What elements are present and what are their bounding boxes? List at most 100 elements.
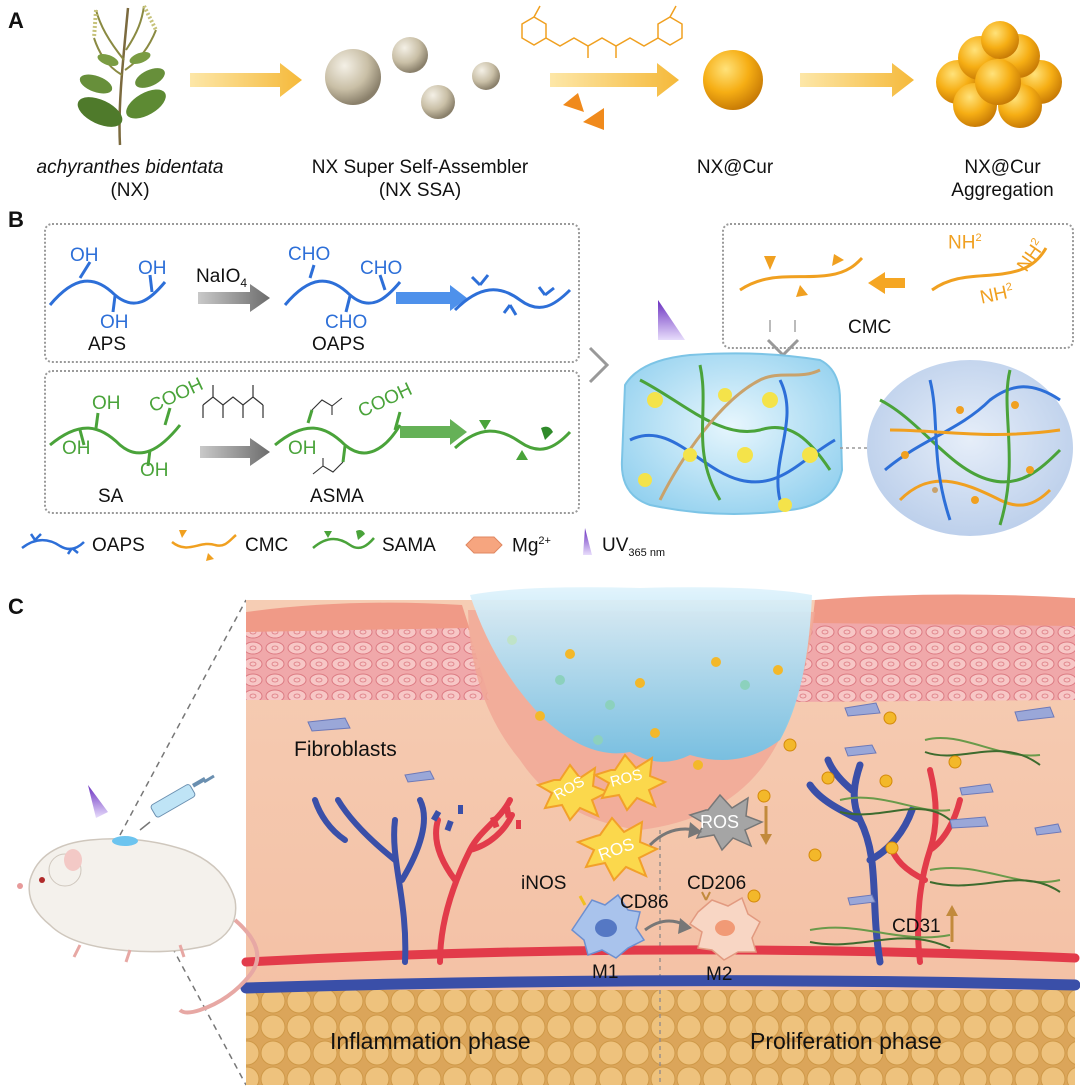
oaps-cho-3: CHO <box>325 312 368 333</box>
methacrylic-anhydride <box>202 385 264 418</box>
legend-oaps-icon <box>21 533 85 555</box>
cmc-nh-text-1: NH <box>948 232 976 254</box>
curcumin-triangle-1 <box>563 93 584 112</box>
reagent-sub: 4 <box>240 275 248 290</box>
asma-chain <box>274 409 402 463</box>
inos-label: iNOS <box>521 873 567 894</box>
arrow-naio4 <box>198 284 270 312</box>
legend-mg-sup: 2+ <box>538 535 551 547</box>
m2-label: M2 <box>706 964 733 985</box>
caption-nx: achyranthes bidentata (NX) <box>20 156 240 202</box>
vessel-fragments <box>431 805 521 832</box>
caption-ssa-name: NX Super Self-Assembler <box>311 157 529 178</box>
curcumin-structure <box>521 5 683 58</box>
caption-nx-abbr: (NX) <box>110 180 150 201</box>
hydrogel-zoom-circle <box>867 360 1073 536</box>
sa-oh-3: OH <box>140 460 169 481</box>
arrow-cmc <box>868 272 905 294</box>
aps-chain <box>48 261 167 313</box>
legend-uv-icon <box>583 528 592 555</box>
hydrogel-dressing <box>470 587 812 770</box>
oaps-chain <box>283 264 402 313</box>
caption-aggregation: NX@Cur Aggregation <box>930 156 1075 202</box>
sa-oh-1: OH <box>92 393 121 414</box>
cmc-chains <box>739 247 1048 297</box>
arrow-oaps <box>396 285 467 311</box>
ros-label-4: ROS <box>700 812 740 832</box>
arrow-a3 <box>800 63 914 97</box>
fibroblast-cells <box>307 702 1062 906</box>
legend-uv-sub: 365 nm <box>628 546 666 559</box>
cmc-label: CMC <box>848 317 892 338</box>
nx-ssa-particles <box>325 37 500 119</box>
legend-mg-icon <box>465 536 503 554</box>
caption-agg-line1: NX@Cur <box>964 157 1041 178</box>
oaps-synthesis-box <box>44 223 580 363</box>
caption-agg-line2: Aggregation <box>951 180 1054 201</box>
fibroblasts-label: Fibroblasts <box>294 738 397 761</box>
reagent-main: NaIO <box>196 266 241 287</box>
caption-nx-name: achyranthes bidentata <box>36 157 224 178</box>
cmc-nh-sup-1: 2 <box>975 232 982 244</box>
mouse-illustration <box>17 836 260 1015</box>
sama-product <box>453 420 572 460</box>
caption-nxcur: NX@Cur <box>696 157 774 178</box>
cmc-box <box>722 223 1074 349</box>
caption-nx-ssa: NX Super Self-Assembler (NX SSA) <box>285 156 555 202</box>
hydrogel-cube <box>620 352 844 515</box>
blood-vessels <box>240 756 1080 994</box>
cd31-label: CD31 <box>892 916 941 937</box>
collagen-fibers <box>809 736 1061 949</box>
inflammation-phase-label: Inflammation phase <box>330 1028 531 1054</box>
aps-oh-1: OH <box>70 245 99 266</box>
syringe-illustration <box>139 774 215 831</box>
curcumin-triangle-2 <box>583 108 604 130</box>
chevron-right-b <box>588 346 610 384</box>
proliferation-phase-label: Proliferation phase <box>750 1028 942 1054</box>
legend-cmc-icon <box>171 530 237 561</box>
asma-label: ASMA <box>310 486 364 507</box>
oaps-cho-2: CHO <box>360 258 403 279</box>
legend-oaps-label: OAPS <box>92 535 145 556</box>
legend-uv-label: UV365 nm <box>602 535 665 559</box>
arrow-ma <box>200 438 270 466</box>
oaps-cho-1: CHO <box>288 244 331 265</box>
legend-cmc-label: CMC <box>245 535 289 556</box>
legend-sama-icon <box>312 530 375 550</box>
nxcur-released-particles <box>747 711 962 903</box>
cd86-label: CD86 <box>620 892 669 913</box>
reagent-naio4: NaIO4 <box>196 266 247 290</box>
methacrylate-groups <box>311 397 344 475</box>
macrophage-m2 <box>688 891 761 961</box>
panel-label-a: A <box>8 8 24 33</box>
m1-label: M1 <box>592 962 619 983</box>
arrow-asma <box>400 419 467 445</box>
sa-label: SA <box>98 486 124 507</box>
uv-light-c <box>88 785 108 818</box>
nxcur-particle <box>703 50 763 110</box>
legend-sama-label: SAMA <box>382 535 436 556</box>
oaps-label: OAPS <box>312 334 365 355</box>
sa-oh-2: OH <box>62 438 91 459</box>
caption-ssa-abbr: (NX SSA) <box>378 180 462 201</box>
cmc-nh2-1: NH2 <box>948 232 982 254</box>
asma-synthesis-box <box>44 370 580 514</box>
aps-oh-3: OH <box>100 312 129 333</box>
uv-light-b <box>658 300 685 340</box>
cd206-label: CD206 <box>687 873 747 894</box>
plant-illustration <box>77 5 166 146</box>
legend-mg-text: Mg <box>512 535 539 557</box>
panel-label-c: C <box>8 594 24 619</box>
oaps-product <box>453 274 572 316</box>
sa-chain <box>49 407 182 467</box>
arrow-a1 <box>190 63 302 97</box>
macrophage-m1 <box>571 893 646 959</box>
legend-uv-text: UV <box>602 535 629 556</box>
aps-label: APS <box>88 334 127 355</box>
nxcur-aggregate <box>936 21 1062 128</box>
asma-oh: OH <box>288 438 317 459</box>
aps-oh-2: OH <box>138 258 167 279</box>
panel-label-b: B <box>8 207 24 232</box>
legend-mg-label: Mg2+ <box>512 535 551 557</box>
